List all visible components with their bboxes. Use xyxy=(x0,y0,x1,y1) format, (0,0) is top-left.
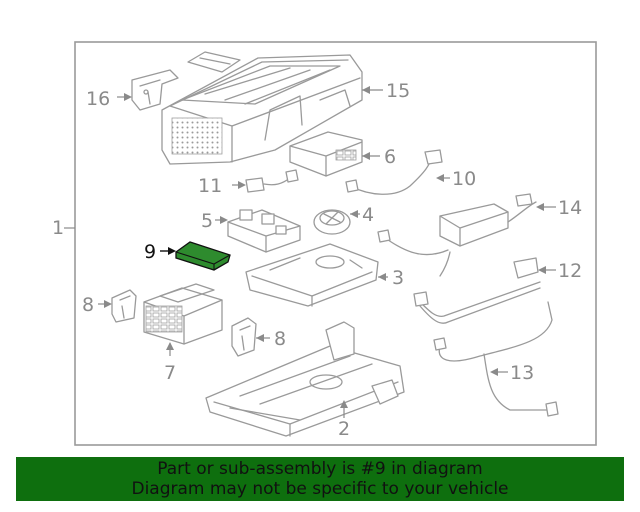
part-15-cover-plate[interactable] xyxy=(187,51,241,73)
callout-4[interactable]: 4 xyxy=(362,204,374,226)
callout-5[interactable]: 5 xyxy=(201,210,213,232)
part-3-battery-tray[interactable] xyxy=(245,243,379,307)
part-5-junction-block[interactable] xyxy=(227,209,301,253)
callout-12[interactable]: 12 xyxy=(558,260,582,282)
part-9-module-highlighted[interactable] xyxy=(175,241,231,271)
info-banner: Part or sub-assembly is #9 in diagram Di… xyxy=(16,457,624,501)
banner-line-disclaimer: Diagram may not be specific to your vehi… xyxy=(131,479,509,499)
callout-13[interactable]: 13 xyxy=(510,362,534,384)
callout-8-right[interactable]: 8 xyxy=(274,328,286,350)
part-15-battery-cover[interactable] xyxy=(161,54,363,165)
part-8-bracket-right[interactable] xyxy=(231,317,257,357)
part-13-hose[interactable] xyxy=(433,301,559,417)
callout-3[interactable]: 3 xyxy=(392,267,404,289)
callout-16[interactable]: 16 xyxy=(86,88,110,110)
part-4-cooling-fan[interactable] xyxy=(313,209,351,235)
part-2-base-frame[interactable] xyxy=(205,321,405,437)
part-14-harness-assembly[interactable] xyxy=(377,193,537,277)
part-6-control-module[interactable] xyxy=(289,131,363,177)
callout-2[interactable]: 2 xyxy=(338,418,350,440)
callout-15[interactable]: 15 xyxy=(386,80,410,102)
part-12-cable[interactable] xyxy=(413,257,541,324)
callout-8-left[interactable]: 8 xyxy=(82,294,94,316)
callout-11[interactable]: 11 xyxy=(198,175,222,197)
part-7-battery-module[interactable] xyxy=(143,283,223,345)
callout-10[interactable]: 10 xyxy=(452,168,476,190)
callout-6[interactable]: 6 xyxy=(384,146,396,168)
banner-line-part: Part or sub-assembly is #9 in diagram xyxy=(157,459,483,479)
callout-1[interactable]: 1 xyxy=(52,217,64,239)
diagram-frame xyxy=(74,41,597,446)
callout-7[interactable]: 7 xyxy=(164,362,176,384)
callout-14[interactable]: 14 xyxy=(558,197,582,219)
part-11-connector[interactable] xyxy=(245,169,299,193)
part-16-bracket[interactable] xyxy=(131,69,179,111)
part-8-bracket-left[interactable] xyxy=(111,289,137,323)
part-10-wire-harness[interactable] xyxy=(345,149,443,195)
callout-9[interactable]: 9 xyxy=(144,241,156,263)
